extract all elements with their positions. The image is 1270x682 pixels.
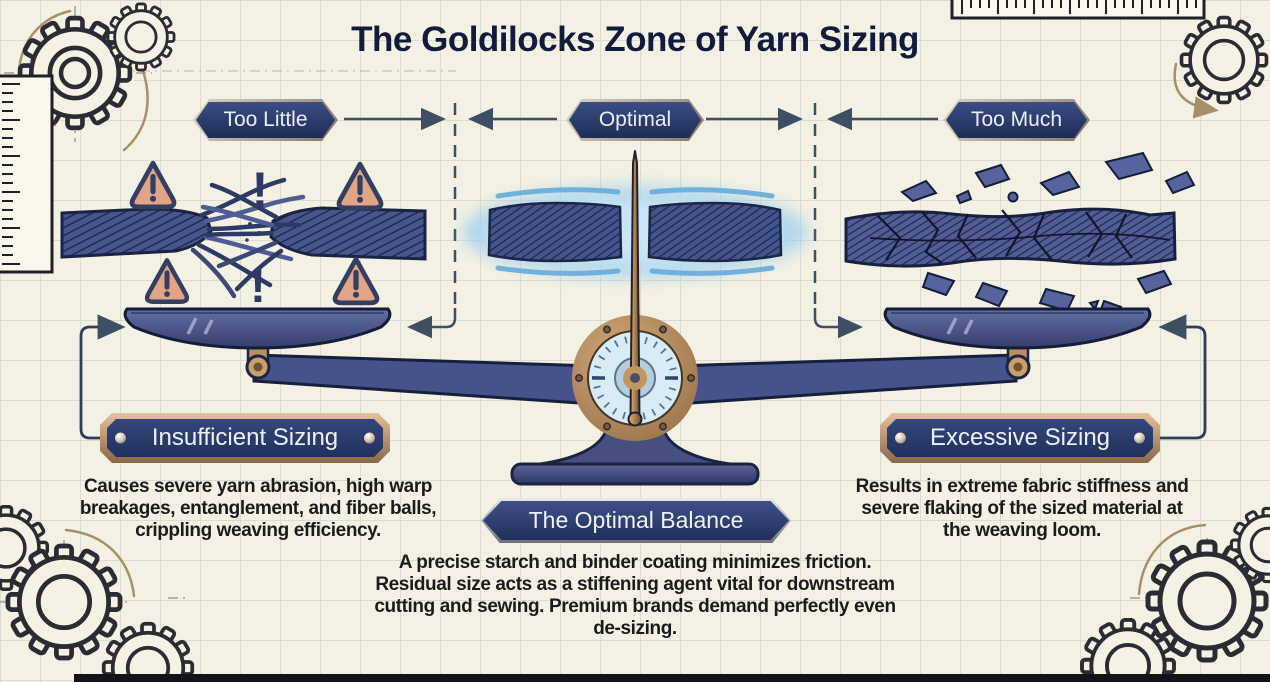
dimension-arrows (344, 103, 938, 339)
scale-pan-right (883, 307, 1152, 380)
rotation-arrows (17, 9, 1219, 598)
ruler-vertical (0, 74, 54, 274)
cracked-yarn-illustration (844, 151, 1196, 320)
zone-badge-label: Too Little (196, 102, 335, 138)
bottom-edge-bar (74, 674, 1270, 682)
frayed-yarn-illustration (60, 177, 427, 299)
banner-optimal-balance: The Optimal Balance (481, 498, 791, 543)
scale-pan-left (123, 307, 392, 380)
zone-badge-label: Too Much (946, 102, 1087, 138)
zone-badge-label: Optimal (569, 102, 701, 138)
zone-badge-too-little: Too Little (193, 99, 338, 141)
exclamation-icon: ! (252, 162, 269, 218)
plaque-connectors (79, 314, 1207, 440)
exclamation-icon: ! (250, 260, 266, 313)
plaque-insufficient-sizing: Insufficient Sizing (100, 413, 390, 463)
zone-description-left: Causes severe yarn abrasion, high warp b… (79, 476, 437, 541)
plaque-label: Insufficient Sizing (107, 419, 383, 457)
ruler-horizontal (950, 0, 1206, 20)
rivet-icon (363, 432, 376, 445)
scale-gauge (572, 315, 698, 441)
balance-scale (123, 150, 1152, 486)
scale-needle (623, 150, 647, 427)
rivet-icon (114, 432, 127, 445)
banner-label: The Optimal Balance (483, 501, 789, 540)
zone-badge-too-much: Too Much (943, 99, 1090, 141)
zone-description-right: Results in extreme fabric stiffness and … (855, 476, 1189, 541)
gear-icon (20, 2, 176, 128)
page-title: The Goldilocks Zone of Yarn Sizing (351, 20, 919, 59)
zone-badge-optimal: Optimal (566, 99, 704, 141)
plaque-excessive-sizing: Excessive Sizing (880, 413, 1160, 463)
plaque-label: Excessive Sizing (887, 419, 1153, 457)
rivet-icon (1133, 432, 1146, 445)
rivet-icon (894, 432, 907, 445)
zone-description-center: A precise starch and binder coating mini… (374, 552, 896, 639)
